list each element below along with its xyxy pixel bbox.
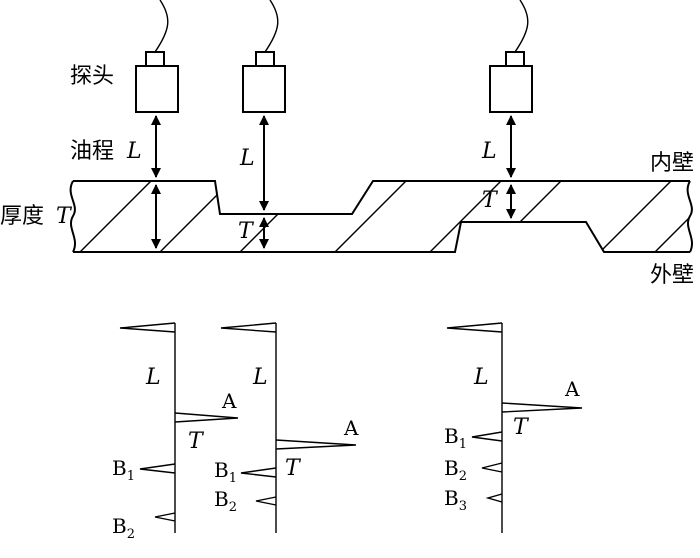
waveform-3-echo-B1 xyxy=(471,431,503,442)
waveform-3-T: T xyxy=(513,415,530,440)
probe-3 xyxy=(489,0,533,113)
probe-3-cable xyxy=(514,0,529,53)
oil-path-label: 油程 xyxy=(70,139,114,164)
waveform-1-echo-B1 xyxy=(139,463,176,474)
waveform-3-echo-B2 xyxy=(481,462,503,473)
waveform-1-B1: B1 xyxy=(112,456,135,484)
thickness-symbol-2: T xyxy=(238,219,255,244)
waveform-2: L A T B1 B2 xyxy=(214,322,359,533)
waveform-3-B2: B2 xyxy=(444,456,467,484)
waveform-1: L A T B1 B2 xyxy=(112,322,239,542)
waveform-2-echo-A xyxy=(275,439,357,450)
waveform-2-B1: B1 xyxy=(214,458,237,486)
waveform-3-L: L xyxy=(473,365,489,390)
waveform-1-L: L xyxy=(145,365,161,390)
thickness-symbol-1: T xyxy=(56,204,73,229)
outer-wall-line xyxy=(73,221,690,253)
probe-2 xyxy=(242,0,286,113)
waveform-3-A: A xyxy=(564,377,580,401)
oil-path-symbol-3: L xyxy=(481,139,497,164)
probe-2-cap xyxy=(255,51,275,67)
probe-1-body xyxy=(135,65,179,113)
wall-left-break xyxy=(69,180,76,253)
wall-hatching xyxy=(79,181,690,252)
waveform-2-T: T xyxy=(285,456,302,481)
outer-wall-label: 外壁 xyxy=(650,263,694,288)
oil-path-symbol-2: L xyxy=(239,146,255,171)
waveform-2-echo-B1 xyxy=(240,467,277,478)
oil-path-symbol-1: L xyxy=(126,139,142,164)
waveform-3-echo-A xyxy=(501,402,583,413)
waveform-1-A: A xyxy=(221,389,237,413)
waveform-3-initial-pulse xyxy=(446,322,503,333)
waveform-1-echo-B2 xyxy=(154,512,176,522)
probe-3-body xyxy=(489,65,533,113)
waveform-2-L: L xyxy=(252,365,268,390)
inner-wall-line xyxy=(73,180,690,215)
probe-1-cable xyxy=(154,0,169,53)
probe-label: 探头 xyxy=(70,64,114,89)
probe-2-cable xyxy=(264,0,279,53)
waveform-3-B3: B3 xyxy=(444,486,467,514)
waveform-3-B1: B1 xyxy=(444,424,467,452)
waveform-2-echo-B2 xyxy=(255,496,277,506)
probe-3-cap xyxy=(505,51,525,67)
probe-1 xyxy=(135,0,179,113)
dimension-arrows xyxy=(151,115,516,249)
waveform-2-A: A xyxy=(343,416,359,440)
waveform-1-initial-pulse xyxy=(119,322,176,333)
inner-wall-label: 内壁 xyxy=(650,151,694,176)
waveform-2-initial-pulse xyxy=(220,322,277,333)
waveform-3: L A T B1 B2 B3 xyxy=(444,322,583,533)
waveform-1-B2: B2 xyxy=(112,514,135,542)
probe-1-cap xyxy=(145,51,165,67)
waveform-3-echo-B3 xyxy=(485,493,503,503)
waveform-1-T: T xyxy=(188,429,205,454)
waveform-1-echo-A xyxy=(174,412,239,423)
pipe-wall-section xyxy=(69,180,693,253)
wall-right-break xyxy=(686,180,693,253)
probe-2-body xyxy=(242,65,286,113)
waveform-2-B2: B2 xyxy=(214,487,237,515)
thickness-label: 厚度 xyxy=(0,204,44,229)
thickness-symbol-3: T xyxy=(482,188,499,213)
